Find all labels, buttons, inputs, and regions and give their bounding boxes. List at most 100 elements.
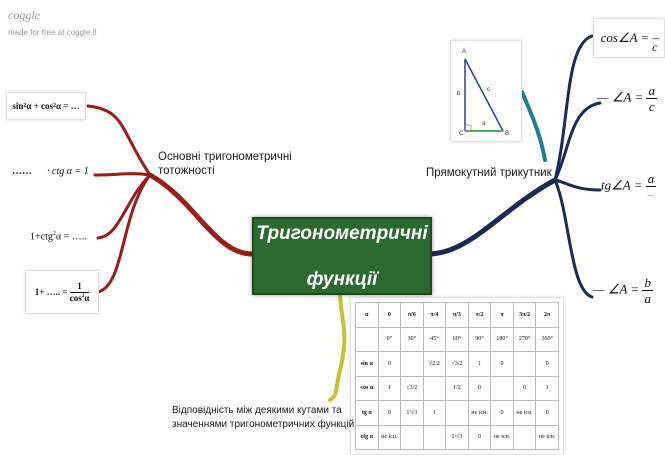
triangle-vertex-a: A bbox=[462, 49, 467, 55]
triangle-leaf-4-fraction: b a bbox=[642, 276, 653, 305]
identity-leaf-1-exp-2: 2 bbox=[53, 103, 56, 109]
link-triangle-leaf-3 bbox=[553, 178, 602, 192]
link-triangle-image bbox=[520, 90, 547, 162]
table-cell bbox=[512, 351, 537, 377]
table-cell: 0 bbox=[377, 351, 402, 377]
table-cell: √3/2 bbox=[445, 351, 469, 377]
table-cell: 3π/2 bbox=[512, 302, 537, 328]
triangle-leaf-2-blank: — bbox=[597, 89, 609, 105]
link-identities-leaf-4 bbox=[96, 173, 152, 294]
triangle-leaf-cos-text: cos∠A = – bbox=[600, 30, 660, 45]
identity-leaf-3-exp: 2 bbox=[52, 231, 56, 237]
table-cell: 180° bbox=[490, 326, 514, 352]
identity-leaf-4[interactable]: 1+ ….. = 1 cos2α bbox=[25, 270, 99, 314]
table-row-header: sin α bbox=[355, 351, 379, 377]
triangle-leaf-tg-num: a bbox=[645, 171, 657, 187]
branch-label-table-line-1: Відповідність між деякими кутами та bbox=[172, 405, 342, 416]
table-cell: не існ. bbox=[512, 400, 537, 426]
table-cell: √2/2 bbox=[422, 351, 447, 377]
branch-triangle-trunk bbox=[425, 177, 558, 257]
table-cell: 45° bbox=[422, 326, 447, 352]
table-row-header bbox=[355, 326, 379, 352]
branch-label-identities[interactable]: Основні тригонометричні тотожності bbox=[158, 150, 292, 178]
triangle-leaf-2-num: a bbox=[646, 83, 657, 99]
table-cell: 0 bbox=[535, 400, 559, 426]
table-cell: 0 bbox=[467, 424, 492, 450]
table-cell: 1 bbox=[467, 351, 492, 377]
link-identities-leaf-1 bbox=[86, 104, 152, 177]
table-cell: 360° bbox=[535, 326, 559, 352]
table-cell: 1 bbox=[535, 375, 559, 401]
table-cell: √3/2 bbox=[400, 375, 424, 401]
table-cell bbox=[400, 351, 424, 377]
table-cell: 60° bbox=[445, 326, 469, 352]
table-row-header: tg α bbox=[355, 400, 379, 426]
table-cell bbox=[490, 375, 514, 401]
identity-leaf-4-den-exp: 2 bbox=[81, 293, 85, 299]
table-cell: 0 bbox=[512, 375, 537, 401]
table-cell: 1/2 bbox=[445, 375, 469, 401]
table-cell: 0 bbox=[490, 351, 514, 377]
branch-identities-trunk bbox=[147, 172, 255, 257]
branch-label-triangle[interactable]: Прямокутний трикутник bbox=[426, 167, 552, 179]
identity-leaf-1-sin: sin bbox=[12, 101, 24, 111]
table-cell: 0 bbox=[377, 400, 402, 426]
triangle-leaf-tg-text: tg∠A = bbox=[601, 177, 643, 193]
table-cell: не існ. bbox=[467, 400, 492, 426]
identity-leaf-2-expr: · ctg α = 1 bbox=[47, 166, 89, 177]
branch-label-identities-line-2: тотожності bbox=[158, 165, 215, 177]
branch-label-table-line-2: значеннями тригонометричних функцій bbox=[172, 419, 355, 430]
table-cell bbox=[422, 375, 447, 401]
table-cell bbox=[445, 400, 469, 426]
identity-leaf-4-den-var: α bbox=[84, 292, 90, 303]
triangle-leaf-tg[interactable]: tg∠A = a – bbox=[601, 171, 657, 201]
triangle-leaf-4-den: a bbox=[644, 291, 651, 306]
triangle-leaf-2-angle: ∠A = bbox=[611, 89, 644, 105]
identity-leaf-4-blank: ….. bbox=[46, 287, 61, 297]
triangle-vertex-b: B bbox=[505, 131, 510, 137]
triangle-leaf-4-num: b bbox=[642, 275, 653, 291]
link-identities-leaf-2 bbox=[93, 172, 152, 177]
right-angle-mark bbox=[464, 124, 472, 132]
central-node[interactable]: Тригонометричні функції bbox=[252, 217, 432, 295]
table-cell: 90° bbox=[467, 326, 492, 352]
table-row-header: cos α bbox=[355, 375, 379, 401]
triangle-leaf-4-blank: — bbox=[593, 281, 605, 297]
table-cell: 0 bbox=[535, 351, 559, 377]
triangle-leaf-4[interactable]: — ∠A = b a bbox=[593, 276, 653, 305]
table-cell: 30° bbox=[400, 326, 424, 352]
triangle-vertex-c: C bbox=[459, 131, 464, 137]
triangle-side-a-label: a bbox=[482, 121, 486, 127]
identity-leaf-4-den: cos bbox=[69, 292, 82, 303]
triangle-leaf-2-den: c bbox=[648, 99, 655, 114]
triangle-leaf-tg-fraction: a – bbox=[645, 171, 657, 201]
link-triangle-leaf-4 bbox=[553, 178, 594, 299]
table-cell: 0 bbox=[490, 400, 514, 426]
identity-leaf-2[interactable]: …… · ctg α = 1 bbox=[12, 166, 89, 177]
table-row-header: ctg α bbox=[355, 424, 379, 450]
branch-label-table[interactable]: Відповідність між деякими кутами та знач… bbox=[172, 404, 354, 432]
link-triangle-leaf-1 bbox=[553, 34, 594, 182]
identity-leaf-4-fraction: 1 cos2α bbox=[69, 281, 90, 303]
table-cell bbox=[400, 424, 424, 450]
right-triangle-image[interactable]: A C B b c a bbox=[450, 40, 522, 142]
table-cell: π/6 bbox=[400, 302, 424, 328]
triangle-leaf-2[interactable]: — ∠A = a c bbox=[597, 84, 657, 113]
triangle-side-c-label: c bbox=[487, 87, 490, 93]
identity-leaf-1-mid: α + cos bbox=[26, 101, 53, 111]
central-node-title-line-1: Тригонометричні bbox=[256, 222, 428, 244]
link-identities-leaf-3 bbox=[96, 173, 152, 240]
triangle-side-c bbox=[464, 58, 504, 132]
identity-leaf-3[interactable]: 1+ctg2α = ….. bbox=[30, 231, 87, 242]
triangle-leaf-cos[interactable]: cos∠A = – c bbox=[593, 18, 665, 58]
table-cell: 2π bbox=[535, 302, 559, 328]
branch-label-identities-line-1: Основні тригонометричні bbox=[158, 151, 292, 163]
